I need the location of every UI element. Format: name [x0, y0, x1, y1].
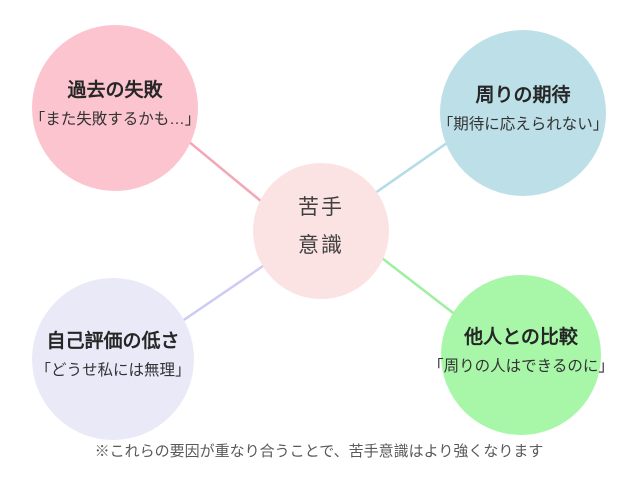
- factor-text-block: 他人との比較 「周りの人はできるのに」: [428, 325, 614, 378]
- center-label-line2: 意識: [298, 234, 344, 257]
- factor-quote-past-failure: 「また失敗するかも…」: [29, 110, 201, 128]
- factor-quote-self-evaluation: 「どうせ私には無理」: [35, 361, 191, 379]
- factor-title-self-evaluation: 自己評価の低さ: [46, 330, 180, 352]
- factor-circle-expectations: 周りの期待 「期待に応えられない」: [438, 30, 609, 196]
- connector-self-evaluation: [170, 262, 268, 330]
- factor-circle-comparison: 他人との比較 「周りの人はできるのに」: [428, 275, 614, 435]
- factor-quote-expectations: 「期待に応えられない」: [437, 115, 609, 133]
- factor-circle-past-failure: 過去の失敗 「また失敗するかも…」: [30, 25, 201, 191]
- center-text-block: 苦手 意識: [298, 189, 344, 265]
- footnote: ※これらの要因が重なり合うことで、苦手意識はより強くなります: [94, 443, 544, 460]
- factor-circle-self-evaluation: 自己評価の低さ 「どうせ私には無理」: [32, 278, 194, 440]
- factor-text-block: 周りの期待 「期待に応えられない」: [438, 83, 609, 136]
- factor-text-block: 過去の失敗 「また失敗するかも…」: [30, 78, 201, 131]
- factor-quote-comparison: 「周りの人はできるのに」: [428, 357, 614, 375]
- factor-title-past-failure: 過去の失敗: [67, 79, 163, 101]
- center-label-line1: 苦手: [298, 196, 344, 219]
- factor-title-comparison: 他人との比較: [464, 326, 578, 348]
- factor-title-expectations: 周りの期待: [475, 84, 571, 106]
- factor-text-block: 自己評価の低さ 「どうせ私には無理」: [35, 329, 190, 382]
- center-circle: 苦手 意識: [253, 163, 389, 299]
